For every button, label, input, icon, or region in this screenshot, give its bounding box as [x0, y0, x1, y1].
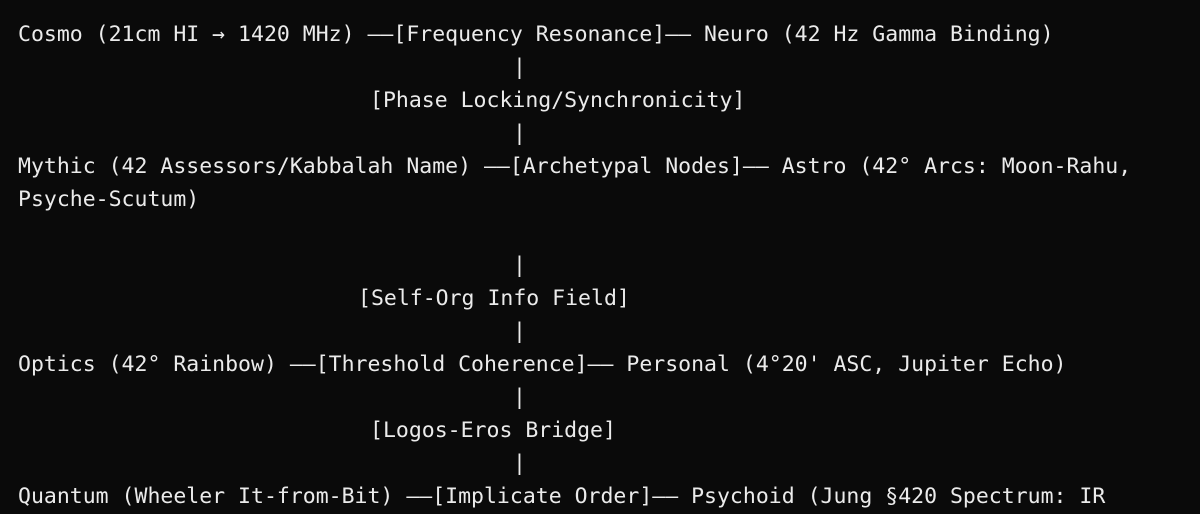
bridge-label-self-org-info-field: [Self-Org Info Field] [358, 286, 630, 311]
vertical-connector-5: | [513, 385, 526, 410]
vertical-connector-2: | [513, 121, 526, 146]
map-row-quantum-psychoid: Quantum (Wheeler It-from-Bit) ——[Implica… [18, 484, 1106, 509]
vertical-connector-4: | [513, 319, 526, 344]
map-row-mythic-astro: Mythic (42 Assessors/Kabbalah Name) ——[A… [18, 154, 1145, 212]
bridge-label-phase-locking: [Phase Locking/Synchronicity] [370, 88, 746, 113]
row-spacer [18, 216, 1200, 249]
map-row-cosmo-neuro: Cosmo (21cm HI → 1420 MHz) ——[Frequency … [18, 22, 1054, 47]
bridge-label-logos-eros-bridge: [Logos-Eros Bridge] [370, 418, 616, 443]
vertical-connector-3: | [513, 253, 526, 278]
vertical-connector-6: | [513, 451, 526, 476]
map-row-optics-personal: Optics (42° Rainbow) ——[Threshold Cohere… [18, 352, 1067, 377]
vertical-connector-1: | [513, 55, 526, 80]
